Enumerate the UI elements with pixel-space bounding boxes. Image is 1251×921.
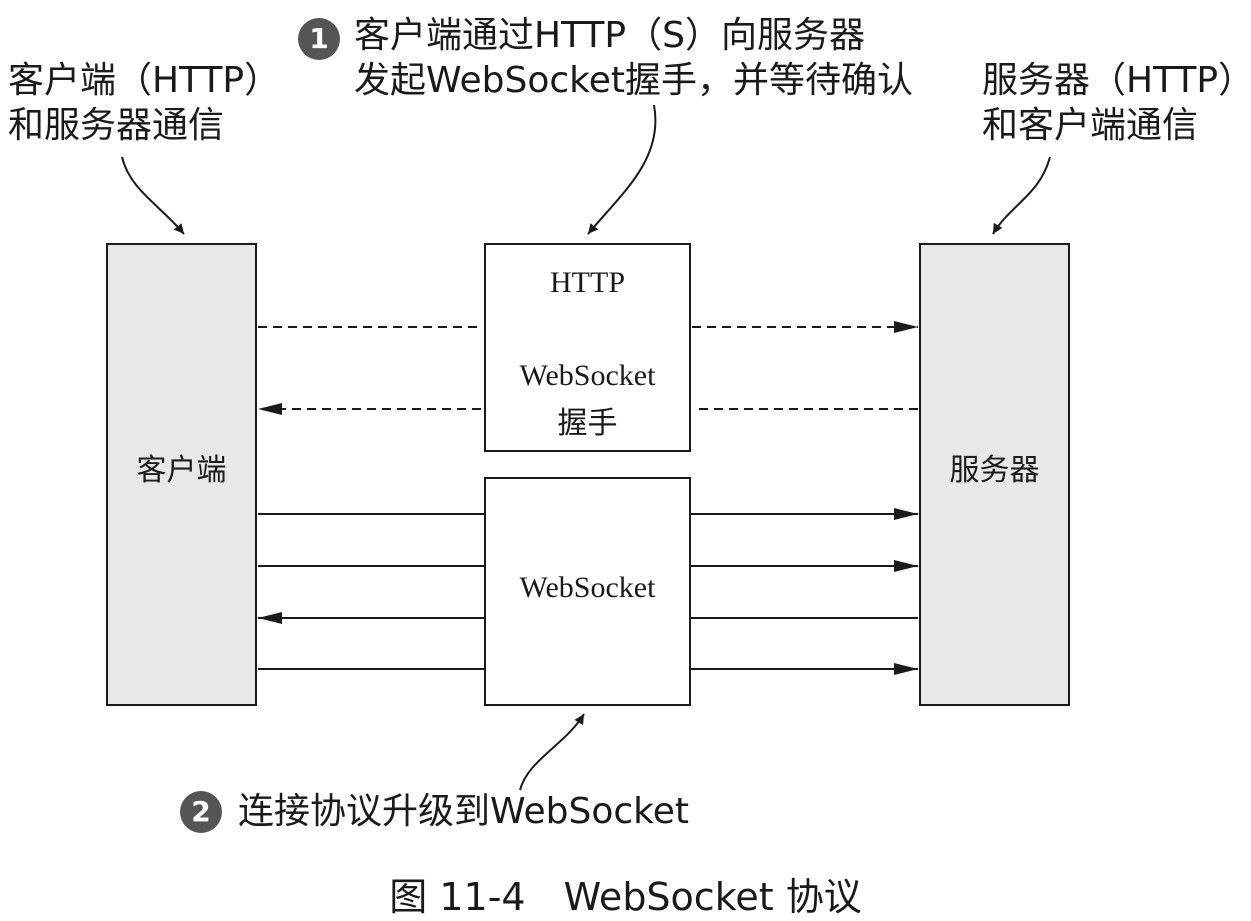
- step1-note: 客户端通过HTTP（S）向服务器 发起WebSocket握手，并等待确认: [354, 13, 913, 103]
- step1-line1: 客户端通过HTTP（S）向服务器: [354, 15, 865, 56]
- handshake-label-handshake: 握手: [557, 406, 618, 441]
- client-box: [106, 243, 257, 706]
- figure-caption: 图 11-4 WebSocket 协议: [389, 875, 862, 919]
- handshake-label-websocket: WebSocket: [519, 359, 656, 392]
- step2-badge: 2: [180, 791, 222, 833]
- step1-line2: 发起WebSocket握手，并等待确认: [354, 60, 913, 101]
- server-note-line1: 服务器（HTTP）: [982, 60, 1251, 101]
- step1-arrow: [587, 104, 657, 235]
- step1-badge: 1: [298, 18, 340, 60]
- step2-note: 连接协议升级到WebSocket: [238, 791, 689, 832]
- step1-badge-wrap: 1: [298, 18, 340, 60]
- server-note-arrow: [992, 156, 1051, 235]
- client-label: 客户端: [136, 453, 227, 488]
- step2-arrow: [519, 713, 585, 791]
- server-box: [919, 243, 1070, 706]
- client-note-line1: 客户端（HTTP）: [8, 60, 281, 101]
- client-note: 客户端（HTTP） 和服务器通信: [8, 58, 280, 148]
- websocket-box: [484, 477, 691, 706]
- handshake-box: [484, 243, 691, 452]
- step2-badge-wrap: 2: [180, 791, 222, 833]
- server-note-line2: 和客户端通信: [982, 105, 1199, 146]
- server-note: 服务器（HTTP） 和客户端通信: [982, 58, 1251, 148]
- handshake-label-http: HTTP: [550, 266, 625, 299]
- client-note-line2: 和服务器通信: [8, 105, 225, 146]
- websocket-label: WebSocket: [519, 571, 656, 604]
- server-label: 服务器: [949, 453, 1040, 488]
- client-note-arrow: [121, 156, 185, 235]
